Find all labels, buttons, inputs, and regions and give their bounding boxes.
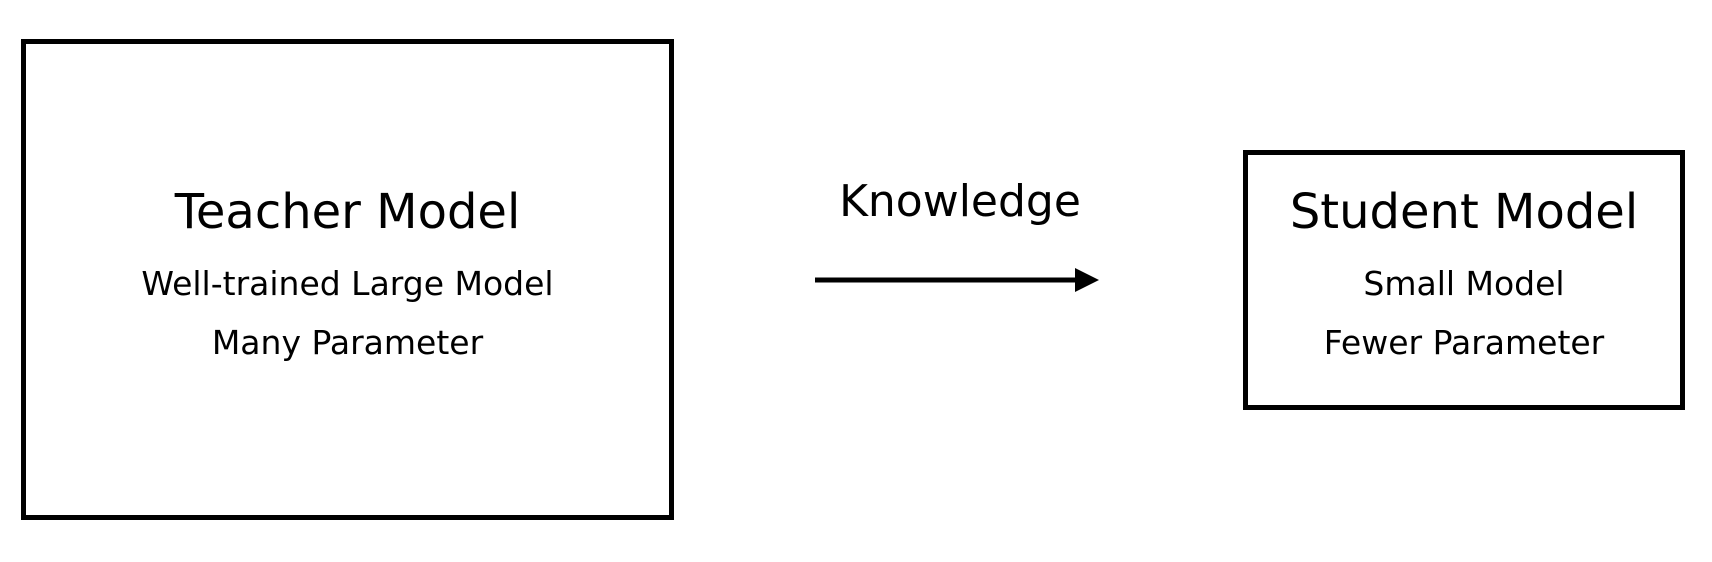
student-model-box: Student Model Small Model Fewer Paramete…	[1243, 150, 1685, 410]
student-model-title: Student Model	[1289, 184, 1639, 240]
knowledge-label: Knowledge	[839, 176, 1081, 227]
teacher-model-parameter-note: Many Parameter	[211, 322, 484, 362]
knowledge-arrow-icon	[815, 268, 1099, 292]
knowledge-arrow-head	[1075, 268, 1099, 292]
teacher-model-description: Well-trained Large Model	[141, 263, 554, 303]
student-model-parameter-note: Fewer Parameter	[1323, 323, 1605, 362]
teacher-model-title: Teacher Model	[174, 183, 521, 240]
teacher-model-box: Teacher Model Well-trained Large Model M…	[21, 39, 674, 520]
student-model-description: Small Model	[1363, 264, 1565, 303]
